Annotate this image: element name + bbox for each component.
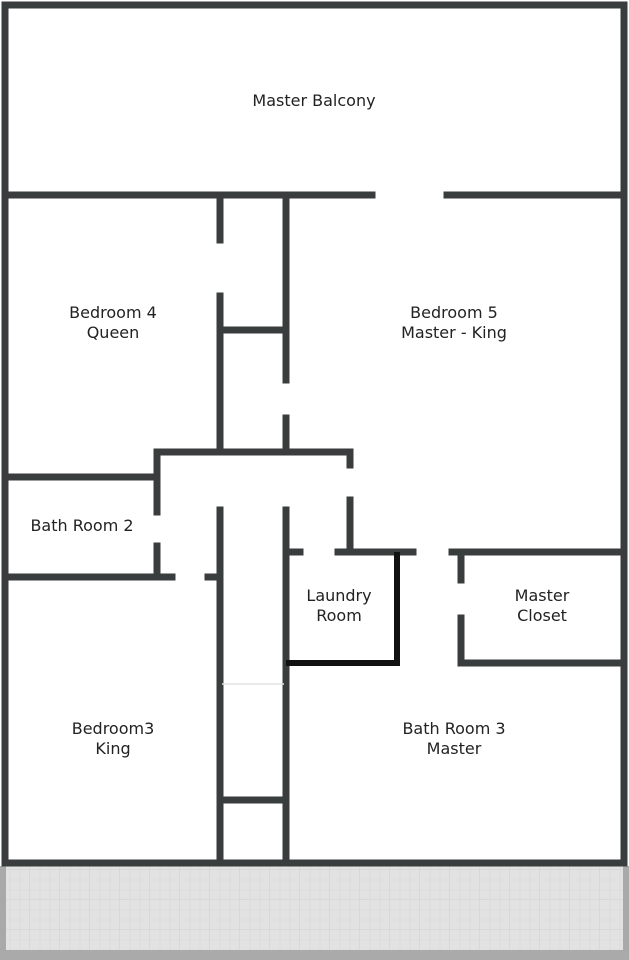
room-name-2: Master — [426, 739, 482, 758]
room-name-2: Room — [316, 606, 362, 625]
outer-wall — [1, 1, 628, 867]
room-name: Laundry — [306, 586, 372, 605]
room-name: Bedroom 4 — [69, 303, 157, 322]
room-label-bath-2: Bath Room 2 — [30, 516, 133, 536]
room-name: Bath Room 2 — [30, 516, 134, 535]
bed-size: Queen — [86, 323, 140, 342]
room-name-2: Closet — [517, 606, 567, 625]
grid-area — [0, 866, 629, 960]
interior-walls — [1, 191, 628, 867]
room-name: Bedroom3 — [71, 719, 155, 738]
room-label-master-balcony: Master Balcony — [252, 91, 375, 111]
room-name: Bedroom 5 — [410, 303, 498, 322]
room-name: Master — [514, 586, 570, 605]
room-name: Bath Room 3 — [402, 719, 506, 738]
bed-size: Master - King — [401, 323, 507, 342]
room-name: Master Balcony — [252, 91, 376, 110]
bed-size: King — [95, 739, 131, 758]
